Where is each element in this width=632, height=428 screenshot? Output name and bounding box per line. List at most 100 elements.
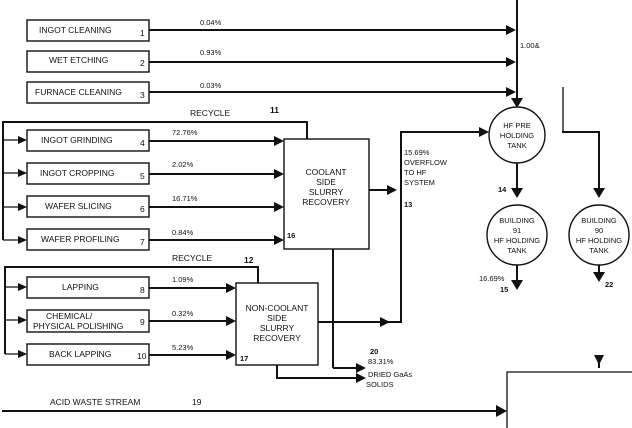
b90-label-1: BUILDING	[581, 216, 617, 225]
b91-label-3: HF HOLDING	[494, 236, 540, 245]
wet-etching-arrowhead	[506, 57, 516, 67]
dried-num: 20	[370, 347, 378, 356]
recycle-12-arrow-8	[18, 283, 27, 291]
furnace-cleaning-pct: 0.03%	[200, 81, 222, 90]
overflow-label-4: SYSTEM	[404, 178, 435, 187]
overflow-label-2: OVERFLOW	[404, 158, 448, 167]
recycle-12-arrow-9	[18, 316, 27, 324]
b90-lower-arrowhead	[594, 355, 604, 365]
ingot-cropping-num: 5	[140, 171, 145, 181]
b91-label-4: TANK	[507, 246, 526, 255]
b91-num: 15	[500, 285, 508, 294]
hf-pre-out-arrowhead	[511, 188, 523, 198]
b91-label-1: BUILDING	[499, 216, 535, 225]
chemical-polishing-label-1: CHEMICAL/	[46, 311, 93, 321]
b90-label-3: HF HOLDING	[576, 236, 622, 245]
recycle-12-arrow-10	[18, 350, 27, 358]
dried-arrowhead-upper	[356, 363, 366, 373]
ingot-cleaning-num: 1	[140, 28, 145, 38]
b91-out-arrowhead	[511, 280, 523, 290]
wet-etching-label: WET ETCHING	[49, 55, 108, 65]
noncoolant-recovery-box	[235, 282, 319, 366]
ingot-grinding-pct: 72.76%	[172, 128, 198, 137]
recycle-11-loop	[2, 121, 308, 240]
coolant-label-2: SIDE	[316, 177, 336, 187]
back-lapping-label: BACK LAPPING	[49, 349, 111, 359]
coolant-num: 16	[287, 231, 295, 240]
back-lapping-arrowhead	[226, 350, 236, 360]
b90-label-2: 90	[595, 226, 603, 235]
noncoolant-overflow-arrowhead	[380, 317, 390, 327]
back-lapping-pct: 5.23%	[172, 343, 194, 352]
recycle-12-num: 12	[244, 255, 254, 265]
b91-pct: 16.69%	[479, 274, 505, 283]
acid-waste-label: ACID WASTE STREAM	[50, 397, 140, 407]
wafer-profiling-num: 7	[140, 237, 145, 247]
overflow-to-hf-line	[380, 131, 482, 323]
hf-pre-label-2: HOLDING	[500, 131, 534, 140]
wafer-slicing-pct: 16.71%	[172, 194, 198, 203]
recycle-11-arrow-7	[18, 236, 27, 244]
lapping-pct: 1.09%	[172, 275, 194, 284]
furnace-cleaning-label: FURNACE CLEANING	[35, 87, 122, 97]
wafer-profiling-label: WAFER PROFILING	[41, 234, 120, 244]
recycle-11-arrow-6	[18, 203, 27, 211]
noncoolant-num: 17	[240, 354, 248, 363]
hf-pre-inflow-pct: 1.00&	[520, 41, 540, 50]
ingot-grinding-arrowhead	[274, 136, 284, 146]
acid-waste-num: 19	[192, 397, 202, 407]
hf-pre-out-num: 14	[498, 185, 507, 194]
wafer-profiling-arrowhead	[274, 235, 284, 245]
b90-num: 22	[605, 280, 613, 289]
wet-etching-num: 2	[140, 58, 145, 68]
lapping-label: LAPPING	[62, 282, 99, 292]
chemical-polishing-num: 9	[140, 317, 145, 327]
furnace-cleaning-num: 3	[140, 90, 145, 100]
ingot-cropping-arrowhead	[274, 169, 284, 179]
hf-pre-label-3: TANK	[507, 141, 526, 150]
ingot-cleaning-arrowhead	[506, 25, 516, 35]
b90-feed-line	[562, 131, 600, 192]
wafer-profiling-pct: 0.84%	[172, 228, 194, 237]
noncoolant-label-1: NON-COOLANT	[246, 303, 309, 313]
dried-pct: 83.31%	[368, 357, 394, 366]
overflow-label-1: 15.69%	[404, 148, 430, 157]
wafer-slicing-arrowhead	[274, 202, 284, 212]
hf-pre-inflow-arrowhead	[511, 98, 523, 108]
b90-label-4: TANK	[589, 246, 608, 255]
noncoolant-label-4: RECOVERY	[253, 333, 301, 343]
dried-label-1: DRIED GaAs	[368, 370, 412, 379]
overflow-hf-arrowhead	[479, 127, 489, 137]
ingot-grinding-num: 4	[140, 138, 145, 148]
ingot-cropping-pct: 2.02%	[172, 160, 194, 169]
furnace-cleaning-arrowhead	[506, 87, 516, 97]
building-90-tank	[568, 204, 630, 266]
coolant-label-3: SLURRY	[309, 187, 344, 197]
building-91-tank	[486, 204, 548, 266]
wafer-slicing-label: WAFER SLICING	[45, 201, 112, 211]
coolant-overflow-arrowhead	[387, 185, 397, 195]
noncoolant-label-2: SIDE	[267, 313, 287, 323]
recycle-11-arrow-4	[18, 136, 27, 144]
coolant-label-4: RECOVERY	[302, 197, 350, 207]
lapping-num: 8	[140, 285, 145, 295]
recycle-11-num: 11	[270, 105, 279, 115]
receiving-tank-outline	[506, 371, 632, 428]
chemical-polishing-label-2: PHYSICAL POLISHING	[33, 321, 123, 331]
ingot-grinding-label: INGOT GRINDING	[41, 135, 113, 145]
noncoolant-to-dried-line	[276, 365, 358, 379]
wafer-slicing-num: 6	[140, 204, 145, 214]
b91-label-2: 91	[513, 226, 521, 235]
wet-etching-pct: 0.93%	[200, 48, 222, 57]
dried-arrowhead-lower	[356, 373, 366, 383]
b90-out-arrowhead	[593, 272, 605, 282]
ingot-cleaning-label: INGOT CLEANING	[39, 25, 112, 35]
ingot-cropping-label: INGOT CROPPING	[40, 168, 114, 178]
noncoolant-label-3: SLURRY	[260, 323, 295, 333]
back-lapping-num: 10	[137, 351, 147, 361]
hf-pre-label-1: HF PRE	[503, 121, 531, 130]
dried-label-2: SOLIDS	[366, 380, 394, 389]
recycle-12-loop	[4, 266, 259, 354]
ingot-cleaning-pct: 0.04%	[200, 18, 222, 27]
